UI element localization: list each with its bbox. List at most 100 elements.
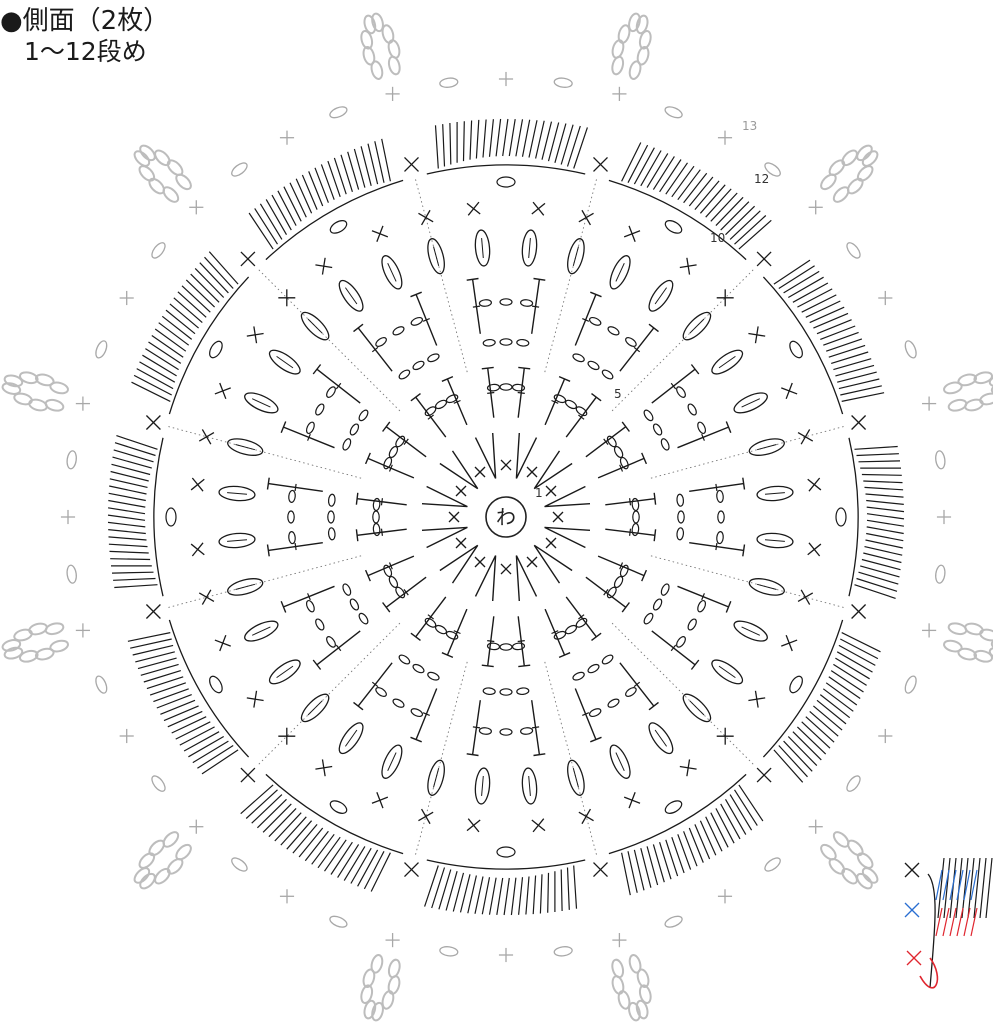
cluster-center (434, 247, 439, 266)
chain-icon (328, 511, 334, 523)
stroke (247, 326, 264, 343)
spoke-v (534, 545, 572, 583)
fan-shell (128, 633, 238, 774)
dotted-guide (651, 426, 844, 478)
stroke (215, 383, 231, 399)
picot-ring-icon (126, 827, 197, 898)
single-crochet-icon (191, 543, 204, 556)
chain-icon (398, 653, 411, 665)
single-crochet-icon (418, 210, 433, 225)
single-crochet-icon (852, 605, 866, 619)
chain-icon (439, 77, 458, 88)
chain-icon (564, 624, 578, 636)
spoke-v (422, 527, 467, 547)
single-crochet-icon (546, 486, 556, 496)
picot-chain (165, 856, 185, 876)
chain-icon (427, 671, 441, 682)
single-crochet-icon (757, 252, 771, 266)
chain-icon (497, 177, 515, 187)
double-crochet-top (268, 545, 270, 557)
single-crochet-icon (907, 951, 921, 965)
stroke (191, 478, 204, 491)
picot-chain (49, 381, 69, 395)
legend-curve (928, 874, 935, 988)
legend-fan-stroke (980, 858, 986, 918)
chain-icon (305, 421, 316, 435)
single-crochet-icon (146, 416, 160, 430)
single-crochet-icon (386, 87, 400, 101)
chain-icon (935, 450, 946, 469)
chain-icon (66, 450, 77, 469)
picot-ring-icon (816, 827, 887, 898)
single-crochet-icon (501, 564, 511, 574)
single-crochet-icon (372, 792, 388, 808)
single-crochet-icon (594, 157, 608, 171)
dotted-guide (168, 556, 361, 608)
chain-icon (328, 218, 349, 236)
chain-icon (572, 671, 586, 682)
spoke-v (476, 433, 496, 478)
chain-icon (607, 697, 621, 709)
spoke-v (516, 556, 536, 601)
double-crochet-cross (716, 543, 717, 550)
single-crochet-icon (809, 820, 823, 834)
chain-icon (388, 575, 400, 589)
chain-icon (587, 663, 601, 675)
single-crochet-icon (76, 397, 90, 411)
chain-icon (588, 707, 602, 718)
chain-icon (328, 528, 336, 541)
single-crochet-icon (315, 759, 332, 776)
cluster-center (434, 768, 439, 787)
stroke (191, 543, 204, 556)
cluster-center (252, 627, 270, 635)
stroke (199, 590, 214, 605)
double-crochet-top (534, 754, 546, 756)
chain-icon (392, 697, 406, 709)
picot-chain (1, 381, 21, 395)
single-crochet-icon (922, 397, 936, 411)
picot-chain (979, 628, 993, 642)
chain-icon (497, 847, 515, 857)
single-crochet-icon (937, 510, 951, 524)
chain-icon (500, 689, 512, 695)
chain-icon (427, 352, 441, 363)
double-crochet-top (482, 665, 494, 666)
single-crochet-icon (718, 889, 732, 903)
cluster-center (529, 238, 531, 258)
cluster-center (482, 776, 484, 796)
cluster-center (529, 776, 531, 796)
single-crochet-icon (501, 460, 511, 470)
cluster-center (227, 493, 247, 495)
center-ring: わ (486, 497, 526, 537)
chain-icon (686, 403, 698, 417)
chain-icon (374, 336, 387, 348)
chain-icon (935, 565, 946, 584)
single-crochet-icon (579, 809, 594, 824)
picot-ring-icon (607, 953, 658, 1024)
picot-chain (138, 871, 158, 891)
stroke (199, 429, 214, 444)
picot-chain (819, 842, 839, 862)
fan-base (169, 277, 248, 414)
chain-icon (587, 360, 601, 372)
single-crochet-icon (624, 792, 640, 808)
cluster-center (252, 399, 270, 407)
picot-chain (845, 838, 865, 858)
chain-icon (328, 914, 348, 929)
chain-icon (554, 946, 573, 957)
cluster-center (388, 263, 396, 281)
chain-icon (357, 409, 369, 422)
stroke (372, 226, 388, 242)
double-crochet-top (691, 660, 698, 670)
single-crochet-icon (215, 635, 231, 651)
single-crochet-icon (718, 131, 732, 145)
double-crochet-top (622, 603, 629, 613)
single-crochet-icon (199, 429, 214, 444)
chain-icon (230, 160, 250, 178)
chain-icon (373, 511, 379, 523)
single-crochet-icon (467, 202, 480, 215)
single-crochet-icon (499, 72, 513, 86)
chain-icon (357, 612, 369, 625)
stroke (418, 210, 433, 225)
single-crochet-icon (922, 623, 936, 637)
